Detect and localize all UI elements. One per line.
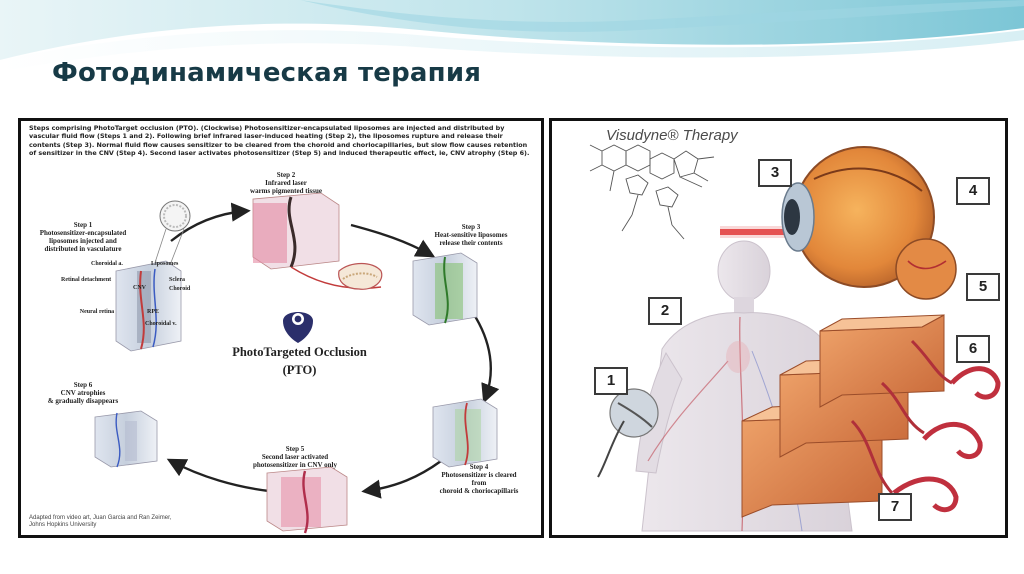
step3-label: Step 3 Heat-sensitive liposomes release … xyxy=(434,223,508,247)
visudyne-illustration xyxy=(589,144,1001,532)
label-choroid: Choroid xyxy=(169,286,191,292)
verteporfin-molecule-structure xyxy=(589,144,715,240)
label-choroidal-a: Choroidal a. xyxy=(91,261,123,267)
pto-cycle-illustration xyxy=(94,192,500,534)
step4-tissue-block xyxy=(432,398,498,468)
marker-4: 4 xyxy=(956,177,990,205)
marker-5: 5 xyxy=(966,273,1000,301)
step3-tissue-block xyxy=(412,252,478,326)
iv-injection-icon xyxy=(597,388,659,478)
label-cnv: CNV xyxy=(133,285,146,291)
cycle-arrow-3-to-4 xyxy=(471,312,500,404)
label-retinal-detachment: Retinal detachment xyxy=(61,277,112,283)
marker-3: 3 xyxy=(758,159,792,187)
visudyne-therapy-panel: Visudyne® Therapy xyxy=(549,118,1008,538)
slide-title: Фотодинамическая терапия xyxy=(52,58,482,88)
marker-6: 6 xyxy=(956,335,990,363)
cycle-arrow-1-to-2 xyxy=(170,202,251,242)
cycle-arrow-4-to-5 xyxy=(361,460,442,499)
pto-center-title: PhotoTargeted Occlusion xyxy=(232,345,367,359)
step2-tissue-block xyxy=(252,192,382,289)
step1-label: Step 1 Photosensitizer-encapsulated lipo… xyxy=(39,221,127,253)
label-neural-retina: Neural retina xyxy=(79,309,115,315)
marker-2: 2 xyxy=(648,297,682,325)
label-rpe: RPE xyxy=(147,309,159,315)
eyeball-illustration xyxy=(781,146,957,300)
step2-label: Step 2 Infrared laser warms pigmented ti… xyxy=(250,171,322,195)
cycle-arrow-5-to-6 xyxy=(166,458,270,493)
step6-tissue-block xyxy=(94,410,158,468)
source-attribution: Adapted from video art, Juan Garcia and … xyxy=(29,515,172,528)
step2-liposome-release-inset xyxy=(338,262,383,290)
visudyne-title: Visudyne® Therapy xyxy=(606,127,738,144)
marker-1: 1 xyxy=(594,367,628,395)
figure-caption: Steps comprising PhotoTarget occlusion (… xyxy=(29,124,530,158)
step6-label: Step 6 CNV atrophies & gradually disappe… xyxy=(47,381,119,405)
pto-diagram-panel: Steps comprising PhotoTarget occlusion (… xyxy=(18,118,544,538)
step5-label: Step 5 Second laser activated photosensi… xyxy=(253,445,337,469)
marker-7: 7 xyxy=(878,493,912,521)
label-sclera: Sclera xyxy=(169,277,185,283)
cycle-arrow-2-to-3 xyxy=(350,223,436,258)
retinal-tissue-cubes xyxy=(741,314,1001,518)
label-liposomes: Liposomes xyxy=(151,261,179,267)
step1-tissue-block xyxy=(115,260,182,352)
pto-logo-icon xyxy=(283,312,313,343)
step4-label: Step 4 Photosensitizer is cleared from c… xyxy=(439,463,519,495)
pto-center-abbr: (PTO) xyxy=(282,363,317,377)
step5-tissue-block xyxy=(266,466,348,534)
label-choroidal-v: Choroidal v. xyxy=(145,321,177,327)
